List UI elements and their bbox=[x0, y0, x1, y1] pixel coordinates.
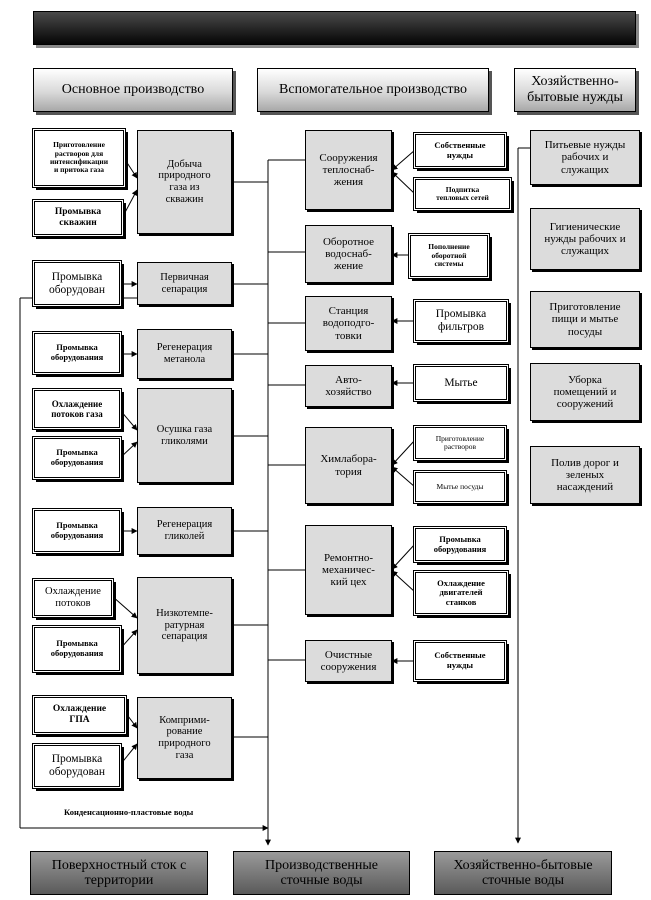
output-surface-runoff: Поверхностный сток с территории bbox=[30, 851, 208, 895]
main-source-gpa-cooling: Охлаждение ГПА bbox=[34, 697, 125, 733]
main-process-compression: Комприми- рование природного газа bbox=[137, 697, 232, 779]
main-source-solutions-prep: Приготовление растворов для интенсификац… bbox=[34, 130, 124, 186]
aux-source-washing: Мытье bbox=[415, 366, 507, 400]
main-source-equipment-flushing-6: Промывка оборудован bbox=[34, 745, 120, 787]
aux-process-chem-lab: Химлабора- тория bbox=[305, 427, 392, 504]
aux-process-motor-pool: Авто- хозяйство bbox=[305, 365, 392, 407]
main-process-gas-extraction: Добыча природного газа из скважин bbox=[137, 130, 232, 234]
aux-source-filter-flushing: Промывка фильтров bbox=[415, 301, 507, 341]
output-domestic-wastewater: Хозяйственно-бытовые сточные воды bbox=[434, 851, 612, 895]
household-cooking: Приготовление пищи и мытье посуды bbox=[530, 291, 640, 348]
aux-process-treatment-facilities: Очистные сооружения bbox=[305, 640, 392, 682]
condensate-water-caption: Конденсационно-пластовые воды bbox=[64, 807, 194, 817]
aux-process-heat-supply: Сооружения теплоснаб- жения bbox=[305, 130, 392, 210]
aux-source-recycle-makeup: Пополнение оборотной системы bbox=[410, 235, 488, 277]
main-process-glycol-regeneration: Регенерация гликолей bbox=[137, 507, 232, 555]
aux-process-repair-shop: Ремонтно- механичес- кий цех bbox=[305, 525, 392, 615]
header-aux-production: Вспомогательное производство bbox=[257, 68, 489, 112]
aux-process-recycled-water: Оборотное водоснаб- жение bbox=[305, 225, 392, 283]
title-bar bbox=[33, 11, 636, 45]
main-source-equipment-flushing-3: Промывка оборудования bbox=[34, 438, 120, 478]
main-process-primary-separation: Первичная сепарация bbox=[137, 262, 232, 305]
main-source-gas-cooling: Охлаждение потоков газа bbox=[34, 390, 120, 428]
aux-source-own-needs-1: Собственные нужды bbox=[415, 134, 505, 167]
aux-source-solutions-prep: Приготовление растворов bbox=[415, 427, 505, 459]
household-road-watering: Полив дорог и зеленых насаждений bbox=[530, 446, 640, 504]
aux-process-water-treatment: Станция водоподго- товки bbox=[305, 296, 392, 351]
main-source-equipment-flushing-1: Промывка оборудован bbox=[34, 262, 120, 305]
header-main-production: Основное производство bbox=[33, 68, 233, 112]
header-household-needs: Хозяйственно- бытовые нужды bbox=[514, 68, 636, 112]
main-process-glycol-drying: Осушка газа гликолями bbox=[137, 388, 232, 483]
main-source-well-flushing: Промывка скважин bbox=[34, 201, 122, 235]
main-process-lt-separation: Низкотемпе- ратурная сепарация bbox=[137, 577, 232, 674]
output-industrial-wastewater: Производственные сточные воды bbox=[233, 851, 410, 895]
household-drinking-water: Питьевые нужды рабочих и служащих bbox=[530, 130, 640, 185]
main-source-equipment-flushing-5: Промывка оборудования bbox=[34, 627, 120, 671]
main-source-equipment-flushing-2: Промывка оборудования bbox=[34, 333, 120, 373]
main-source-equipment-flushing-4: Промывка оборудования bbox=[34, 510, 120, 552]
aux-source-own-needs-2: Собственные нужды bbox=[415, 642, 505, 680]
main-process-methanol-regeneration: Регенерация метанола bbox=[137, 329, 232, 379]
household-hygiene: Гигиенические нужды рабочих и служащих bbox=[530, 208, 640, 270]
aux-source-equipment-flushing: Промывка оборудования bbox=[415, 528, 505, 561]
aux-source-heat-network-feed: Подпитка тепловых сетей bbox=[415, 179, 510, 209]
aux-source-dishwashing: Мытье посуды bbox=[415, 472, 505, 502]
aux-source-machine-cooling: Охлаждение двигателей станков bbox=[415, 572, 507, 614]
household-cleaning: Уборка помещений и сооружений bbox=[530, 363, 640, 421]
main-source-flow-cooling: Охлаждение потоков bbox=[34, 580, 112, 616]
